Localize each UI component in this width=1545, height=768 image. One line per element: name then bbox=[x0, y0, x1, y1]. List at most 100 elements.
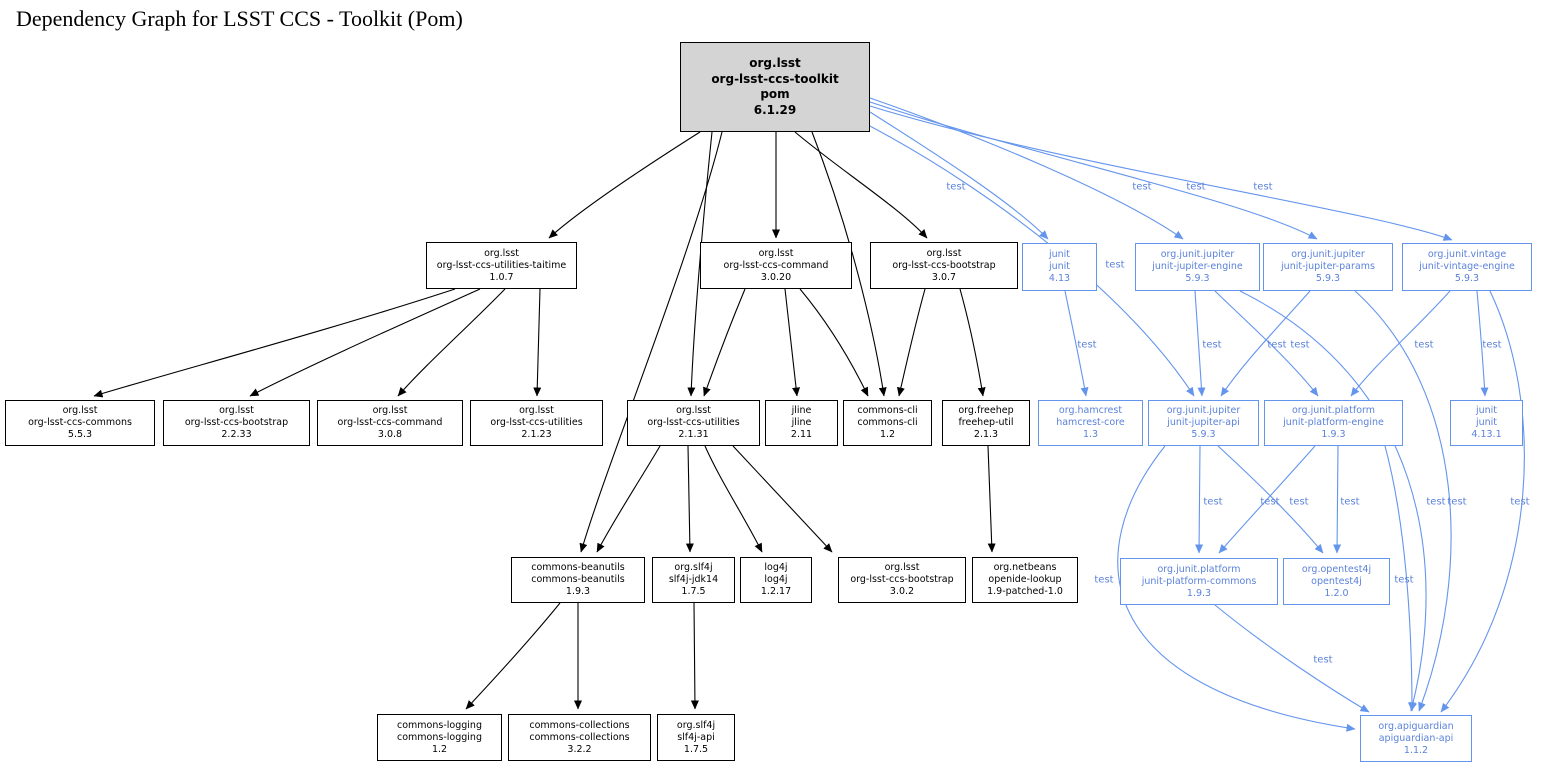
node-label-line: org.lsst bbox=[484, 247, 519, 259]
edge-root-to-boot307 bbox=[794, 131, 928, 239]
node-label-line: org.junit.platform bbox=[1291, 405, 1376, 416]
node-label-line: freehep-util bbox=[958, 417, 1014, 428]
node-label-line: junit-jupiter-engine bbox=[1152, 261, 1243, 272]
node-label-line: pom bbox=[760, 87, 790, 101]
node-label-line: org.lsst bbox=[219, 405, 254, 416]
node-label-line: hamcrest-core bbox=[1056, 417, 1125, 428]
edge-root-to-taitime bbox=[548, 131, 701, 239]
node-label-line: junit-platform-engine bbox=[1283, 417, 1384, 428]
edge-cmd320-to-cli bbox=[799, 288, 869, 397]
edge-plateng-to-opentest bbox=[1333, 445, 1342, 554]
node-label-line: org-lsst-ccs-toolkit bbox=[711, 71, 839, 86]
node-label-line: 6.1.29 bbox=[753, 102, 797, 117]
edge-juppar-to-jupapi bbox=[1220, 290, 1311, 397]
node-label-line: org.netbeans bbox=[993, 562, 1057, 573]
node-label-line: 4.13.1 bbox=[1471, 429, 1502, 440]
node-label-line: 5.9.3 bbox=[1185, 273, 1210, 284]
node-label-line: junit bbox=[1048, 261, 1071, 272]
node-label-line: org.apiguardian bbox=[1378, 720, 1454, 732]
edge-taitime-to-cmd308 bbox=[397, 288, 506, 397]
node-label-line: 5.9.3 bbox=[1315, 273, 1341, 284]
node-label-line: org.lsst bbox=[519, 405, 554, 416]
node-label-line: org.junit.platform bbox=[1157, 563, 1241, 575]
node-label-line: junit bbox=[1475, 405, 1498, 416]
node-label-line: 1.9.3 bbox=[1321, 429, 1346, 440]
node-label-line: 3.2.2 bbox=[567, 743, 592, 755]
node-label-line: slf4j-jdk14 bbox=[668, 574, 719, 585]
node-label-line: junit-platform-commons bbox=[1141, 575, 1257, 587]
edge-taitime-to-util2123 bbox=[533, 288, 542, 397]
edge-cmd320-to-util2131 bbox=[703, 288, 746, 397]
node-label-line: junit bbox=[1475, 417, 1498, 428]
edge-boot307-to-cli bbox=[896, 288, 926, 397]
node-label-line: org.junit.vintage bbox=[1427, 249, 1507, 260]
node-label-line: org.lsst bbox=[758, 247, 794, 259]
node-label-line: 4.13 bbox=[1048, 273, 1071, 284]
edge-jupeng-to-plateng bbox=[1214, 290, 1319, 397]
node-label-line: 3.0.7 bbox=[931, 271, 957, 283]
node-label-line: 3.0.20 bbox=[760, 271, 792, 283]
node-label-line: jline bbox=[791, 417, 812, 428]
node-label-line: org-lsst-ccs-bootstrap bbox=[892, 259, 996, 271]
node-label-line: 1.2.0 bbox=[1324, 587, 1349, 599]
node-label-line: 3.0.8 bbox=[377, 429, 403, 440]
node-label-line: 2.2.33 bbox=[221, 429, 252, 440]
edge-vineng-to-plateng bbox=[1350, 290, 1451, 397]
node-label-line: org-lsst-ccs-bootstrap bbox=[850, 574, 954, 585]
node-label-line: jline bbox=[791, 405, 812, 416]
node-label-line: org-lsst-ccs-bootstrap bbox=[184, 417, 289, 428]
node-label-line: org-lsst-ccs-commons bbox=[28, 417, 132, 428]
node-label-line: org.freehep bbox=[958, 405, 1014, 416]
node-label-line: org.junit.jupiter bbox=[1166, 405, 1241, 416]
node-label-line: org.lsst bbox=[749, 56, 801, 70]
node-label-line: slf4j-api bbox=[677, 731, 715, 743]
edge-taitime-to-commons553 bbox=[93, 288, 456, 398]
node-label-line: 2.1.3 bbox=[973, 429, 999, 440]
node-label-line: 1.9-patched-1.0 bbox=[987, 586, 1063, 597]
node-label-line: org.opentest4j bbox=[1301, 563, 1372, 575]
edge-root-to-vineng bbox=[869, 105, 1453, 241]
edge-root-to-junit413 bbox=[869, 111, 1049, 240]
node-label-line: org.lsst bbox=[372, 405, 408, 416]
edge-util2131-to-boot302 bbox=[732, 445, 833, 553]
edge-util2131-to-log4j bbox=[704, 445, 763, 553]
node-label-line: 1.7.5 bbox=[683, 743, 709, 755]
node-label-line: 2.11 bbox=[790, 429, 813, 440]
node-label-line: org.lsst bbox=[884, 562, 920, 573]
node-label-line: 1.0.7 bbox=[489, 271, 514, 283]
edge-root-to-juppar bbox=[869, 101, 1318, 240]
node-label-line: org.slf4j bbox=[676, 719, 716, 731]
node-label-line: org.slf4j bbox=[674, 562, 713, 573]
node-label-line: 1.2 bbox=[879, 429, 896, 440]
node-label-line: 5.9.3 bbox=[1454, 273, 1480, 284]
node-label-line: commons-cli bbox=[857, 417, 918, 428]
edge-boot307-to-freehep bbox=[959, 288, 986, 397]
edge-beanutils-to-clogging bbox=[465, 602, 561, 710]
node-label-line: org-lsst-ccs-utilities bbox=[490, 417, 583, 428]
node-label-line: junit-vintage-engine bbox=[1419, 261, 1515, 272]
node-label-line: 3.0.2 bbox=[889, 586, 915, 597]
node-label-line: org.lsst bbox=[676, 405, 711, 416]
node-label-line: junit bbox=[1048, 249, 1071, 260]
node-label-line: 5.5.3 bbox=[67, 429, 93, 440]
